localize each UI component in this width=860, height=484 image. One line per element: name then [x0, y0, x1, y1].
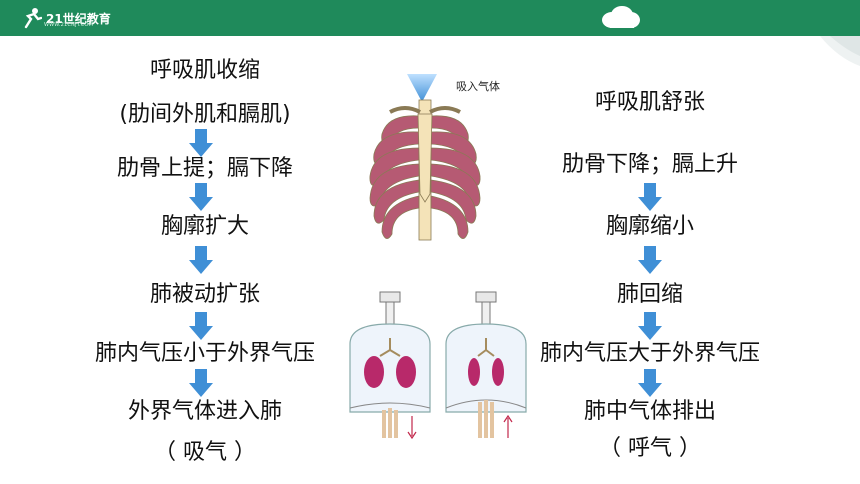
inhale-label: 吸入气体 — [456, 80, 500, 93]
right-step-3: 胸廓缩小 — [605, 214, 694, 239]
right-step-5: 肺内气压大于外界气压 — [539, 341, 760, 366]
right-step-6: 肺中气体排出 — [583, 399, 716, 424]
left-step-6: 肺内气压小于外界气压 — [94, 341, 315, 366]
left-step-7: 外界气体进入肺 — [127, 399, 282, 424]
corner-decoration — [820, 36, 860, 66]
logo: 21世纪教育 — [22, 4, 111, 32]
left-step-8: （ 吸气 ） — [154, 440, 256, 465]
right-step-7: （ 呼气 ） — [599, 436, 701, 461]
bell-jar-model-left — [349, 291, 431, 440]
right-arrow-1 — [638, 183, 662, 211]
header-bar: 21世纪教育 WWW.21CNJY.COM — [0, 0, 860, 36]
left-arrow-5 — [189, 369, 213, 397]
inhale-arrow-icon — [407, 74, 437, 102]
right-step-1: 呼吸肌舒张 — [594, 90, 705, 115]
right-arrow-4 — [638, 369, 662, 397]
cloud-icon — [602, 6, 640, 28]
left-arrow-3 — [189, 246, 213, 274]
right-step-4: 肺回缩 — [616, 282, 683, 307]
logo-text: 21世纪教育 — [46, 11, 111, 26]
ribcage-illustration — [369, 99, 481, 241]
left-step-3: 肋骨上提；膈下降 — [116, 156, 293, 181]
right-arrow-3 — [638, 312, 662, 340]
left-arrow-4 — [189, 312, 213, 340]
left-step-2: (肋间外肌和膈肌) — [119, 102, 291, 127]
right-step-2: 肋骨下降；膈上升 — [561, 152, 738, 177]
runner-icon — [24, 8, 42, 29]
left-step-1: 呼吸肌收缩 — [149, 58, 260, 83]
bell-jar-model-right — [445, 291, 527, 438]
logo-subtext: WWW.21CNJY.COM — [44, 22, 94, 28]
left-arrow-1 — [189, 129, 213, 157]
right-arrow-2 — [638, 246, 662, 274]
left-arrow-2 — [189, 183, 213, 211]
left-step-4: 胸廓扩大 — [160, 214, 249, 239]
left-step-5: 肺被动扩张 — [149, 282, 260, 307]
